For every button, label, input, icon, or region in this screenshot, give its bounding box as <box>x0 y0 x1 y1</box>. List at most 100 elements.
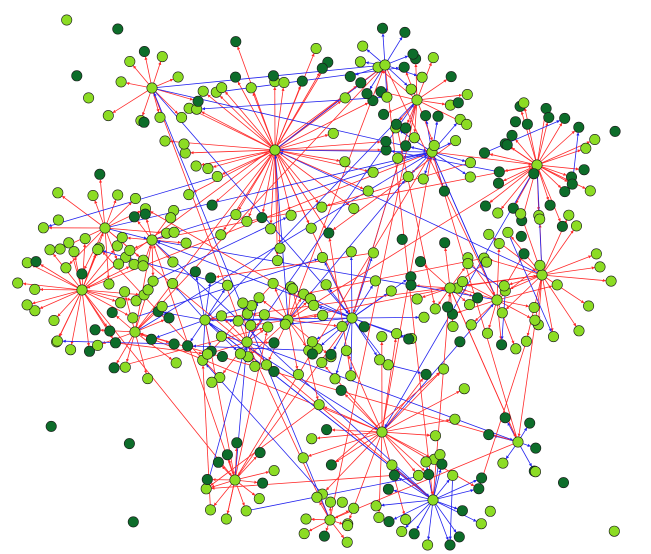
light-green-node <box>274 242 286 254</box>
light-green-node <box>240 505 252 517</box>
red-edge <box>541 274 554 332</box>
light-green-node <box>461 118 473 130</box>
dark-green-node <box>496 339 508 351</box>
light-green-node <box>115 76 127 88</box>
blue-edge <box>151 64 380 89</box>
blue-edge <box>316 317 353 340</box>
light-green-node <box>306 336 318 348</box>
light-green-node <box>583 300 595 312</box>
red-edge <box>193 110 276 151</box>
light-green-node <box>245 82 257 94</box>
red-edge <box>325 431 383 491</box>
light-green-node <box>12 277 24 289</box>
dark-green-node <box>318 530 330 542</box>
dark-green-node <box>543 112 555 124</box>
red-edge <box>416 284 451 289</box>
hub-node <box>241 336 253 348</box>
light-green-node <box>79 233 91 245</box>
light-green-node <box>590 248 602 260</box>
blue-edge <box>201 319 206 356</box>
red-edge <box>416 93 463 101</box>
red-edge <box>215 149 276 202</box>
light-green-node <box>265 223 277 235</box>
dark-green-node <box>566 178 578 190</box>
red-edge <box>39 287 83 292</box>
dark-green-node <box>407 48 419 60</box>
dark-green-node <box>123 438 135 450</box>
light-green-node <box>438 363 450 375</box>
light-green-node <box>124 244 136 256</box>
light-green-node <box>385 285 397 297</box>
dark-green-node <box>84 345 96 357</box>
blue-edge <box>333 317 353 350</box>
red-edge <box>226 332 268 520</box>
red-edge <box>102 331 136 345</box>
dark-green-node <box>212 456 224 468</box>
red-edge <box>31 264 83 291</box>
dark-green-node <box>501 139 513 151</box>
blue-edge <box>351 293 388 319</box>
dark-green-node <box>344 71 356 83</box>
blue-edge <box>152 217 287 282</box>
red-edge <box>523 107 538 166</box>
red-edge <box>138 64 386 329</box>
red-edge <box>274 149 291 211</box>
dark-green-node <box>358 321 370 333</box>
red-edge <box>479 341 527 484</box>
light-green-node <box>262 321 274 333</box>
red-edge <box>496 285 553 301</box>
light-green-node <box>348 502 360 514</box>
blue-edge <box>349 256 353 319</box>
light-green-node <box>308 299 320 311</box>
light-green-node <box>279 318 291 330</box>
red-edge <box>381 431 416 472</box>
hub-node <box>444 282 456 294</box>
dark-green-node <box>168 338 180 350</box>
light-green-node <box>102 110 114 122</box>
red-edge <box>496 299 531 319</box>
blue-edge <box>104 227 148 240</box>
red-edge <box>536 149 581 166</box>
light-green-node <box>87 190 99 202</box>
light-green-node <box>258 309 270 321</box>
hub-node <box>324 514 336 526</box>
red-edge <box>59 289 83 337</box>
blue-edge <box>467 263 502 288</box>
light-green-node <box>285 209 297 221</box>
dark-green-node <box>192 95 204 107</box>
hub-node <box>146 234 158 246</box>
light-green-node <box>429 430 441 442</box>
red-edge <box>381 390 460 433</box>
dark-green-node <box>452 97 464 109</box>
light-green-node <box>300 513 312 525</box>
red-edge <box>416 79 447 101</box>
light-green-node <box>253 292 265 304</box>
light-green-node <box>402 171 414 183</box>
red-edge <box>248 346 331 521</box>
light-green-node <box>391 328 403 340</box>
red-edge <box>536 130 575 166</box>
light-green-node <box>386 459 398 471</box>
red-edge <box>213 479 236 506</box>
light-green-node <box>465 319 477 331</box>
light-green-node <box>127 312 139 324</box>
dark-green-node <box>509 116 521 128</box>
light-green-node <box>216 82 228 94</box>
dark-green-node <box>383 516 395 528</box>
red-edge <box>274 87 285 151</box>
blue-edge <box>351 317 386 361</box>
light-green-node <box>342 520 354 532</box>
light-green-node <box>202 348 214 360</box>
dark-green-node <box>507 202 519 214</box>
red-edge <box>81 249 115 291</box>
blue-edge <box>280 148 433 153</box>
red-edge <box>381 378 424 433</box>
red-edge <box>81 243 87 291</box>
red-edge <box>153 92 248 343</box>
light-green-node <box>119 361 131 373</box>
light-green-node <box>369 275 381 287</box>
light-green-node <box>167 277 179 289</box>
dark-green-node <box>399 26 411 38</box>
red-edge <box>81 289 116 302</box>
